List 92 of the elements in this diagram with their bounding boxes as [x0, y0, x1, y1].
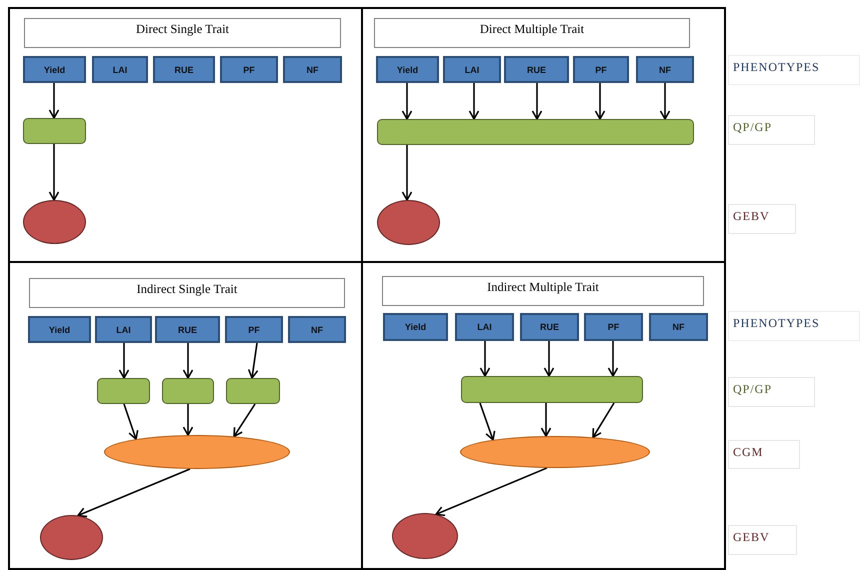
- trait-label: PF: [595, 64, 607, 74]
- trait-box: [383, 313, 448, 341]
- trait-label: RUE: [540, 322, 559, 332]
- trait-box: [92, 56, 148, 83]
- trait-label: NF: [672, 322, 684, 332]
- trait-label: Yield: [404, 322, 426, 332]
- trait-label: LAI: [116, 324, 131, 334]
- process-box: [461, 376, 643, 403]
- panel-title: Direct Single Trait: [136, 22, 230, 37]
- trait-label: Yield: [396, 64, 418, 74]
- row-label: CGM: [733, 445, 764, 460]
- trait-label: LAI: [464, 64, 480, 74]
- arrow: [402, 145, 412, 201]
- panel-title: Direct Multiple Trait: [480, 22, 584, 37]
- diagram-panel: [8, 261, 363, 570]
- arrow: [468, 83, 480, 120]
- panel-title: Indirect Single Trait: [136, 282, 238, 297]
- arrow: [660, 83, 670, 120]
- trait-box: [573, 56, 629, 83]
- row-label-box: [728, 377, 815, 407]
- arrow: [48, 83, 60, 119]
- trait-box: [153, 56, 215, 83]
- row-label: GEBV: [733, 530, 770, 545]
- trait-label: NF: [311, 324, 323, 334]
- row-label: PHENOTYPES: [733, 316, 820, 331]
- arrow: [480, 341, 490, 377]
- diagram-panel: [361, 261, 726, 570]
- process-box: [377, 119, 694, 145]
- trait-box: [584, 313, 643, 341]
- process-box: [226, 378, 280, 404]
- trait-box: [220, 56, 278, 83]
- trait-box: [649, 313, 708, 341]
- trait-box: [504, 56, 569, 83]
- trait-label: LAI: [477, 322, 492, 332]
- trait-box: [288, 316, 346, 343]
- arrow: [608, 341, 618, 377]
- diagram-panel: [8, 7, 363, 263]
- arrow: [532, 83, 542, 120]
- row-label: QP/GP: [733, 120, 772, 135]
- arrow: [435, 467, 548, 516]
- row-label: PHENOTYPES: [733, 60, 820, 75]
- trait-box: [95, 316, 152, 343]
- trait-box: [455, 313, 514, 341]
- trait-label: NF: [659, 64, 671, 74]
- arrow: [182, 343, 194, 379]
- panel-title: Indirect Multiple Trait: [487, 280, 599, 295]
- arrow: [592, 402, 615, 438]
- arrow: [182, 404, 194, 436]
- arrow: [479, 402, 496, 441]
- row-label-box: [728, 115, 815, 145]
- trait-box: [283, 56, 342, 83]
- process-box: [97, 378, 150, 404]
- trait-label: PF: [608, 322, 620, 332]
- trait-box: [23, 56, 86, 83]
- diagram-panel: [361, 7, 726, 263]
- process-box: [162, 378, 214, 404]
- trait-label: Yield: [44, 64, 66, 74]
- arrow: [594, 83, 606, 120]
- trait-label: RUE: [526, 64, 546, 74]
- arrow: [402, 83, 412, 120]
- arrow: [544, 341, 554, 377]
- trait-box: [376, 56, 439, 83]
- arrow: [248, 342, 258, 379]
- arrow: [540, 403, 552, 437]
- trait-label: RUE: [178, 324, 197, 334]
- process-box: [23, 118, 86, 144]
- arrow: [77, 468, 190, 518]
- arrow: [233, 404, 256, 438]
- row-label: GEBV: [733, 209, 770, 224]
- trait-label: RUE: [174, 64, 194, 74]
- trait-label: Yield: [48, 324, 70, 334]
- title-box: [382, 276, 704, 306]
- arrow: [118, 343, 130, 379]
- trait-box: [636, 56, 694, 83]
- row-label-box: [728, 204, 796, 234]
- trait-label: PF: [248, 324, 260, 334]
- trait-label: LAI: [112, 64, 128, 74]
- trait-box: [443, 56, 501, 83]
- arrow: [48, 144, 60, 201]
- row-label: QP/GP: [733, 382, 772, 397]
- trait-label: PF: [243, 64, 255, 74]
- row-label-box: [728, 525, 797, 555]
- title-box: [24, 18, 341, 48]
- trait-label: NF: [306, 64, 318, 74]
- title-box: [374, 18, 690, 48]
- row-label-box: [728, 440, 800, 469]
- trait-box: [28, 316, 91, 343]
- arrow: [123, 404, 138, 440]
- trait-box: [225, 316, 283, 343]
- trait-box: [520, 313, 579, 341]
- title-box: [29, 278, 345, 308]
- trait-box: [155, 316, 220, 343]
